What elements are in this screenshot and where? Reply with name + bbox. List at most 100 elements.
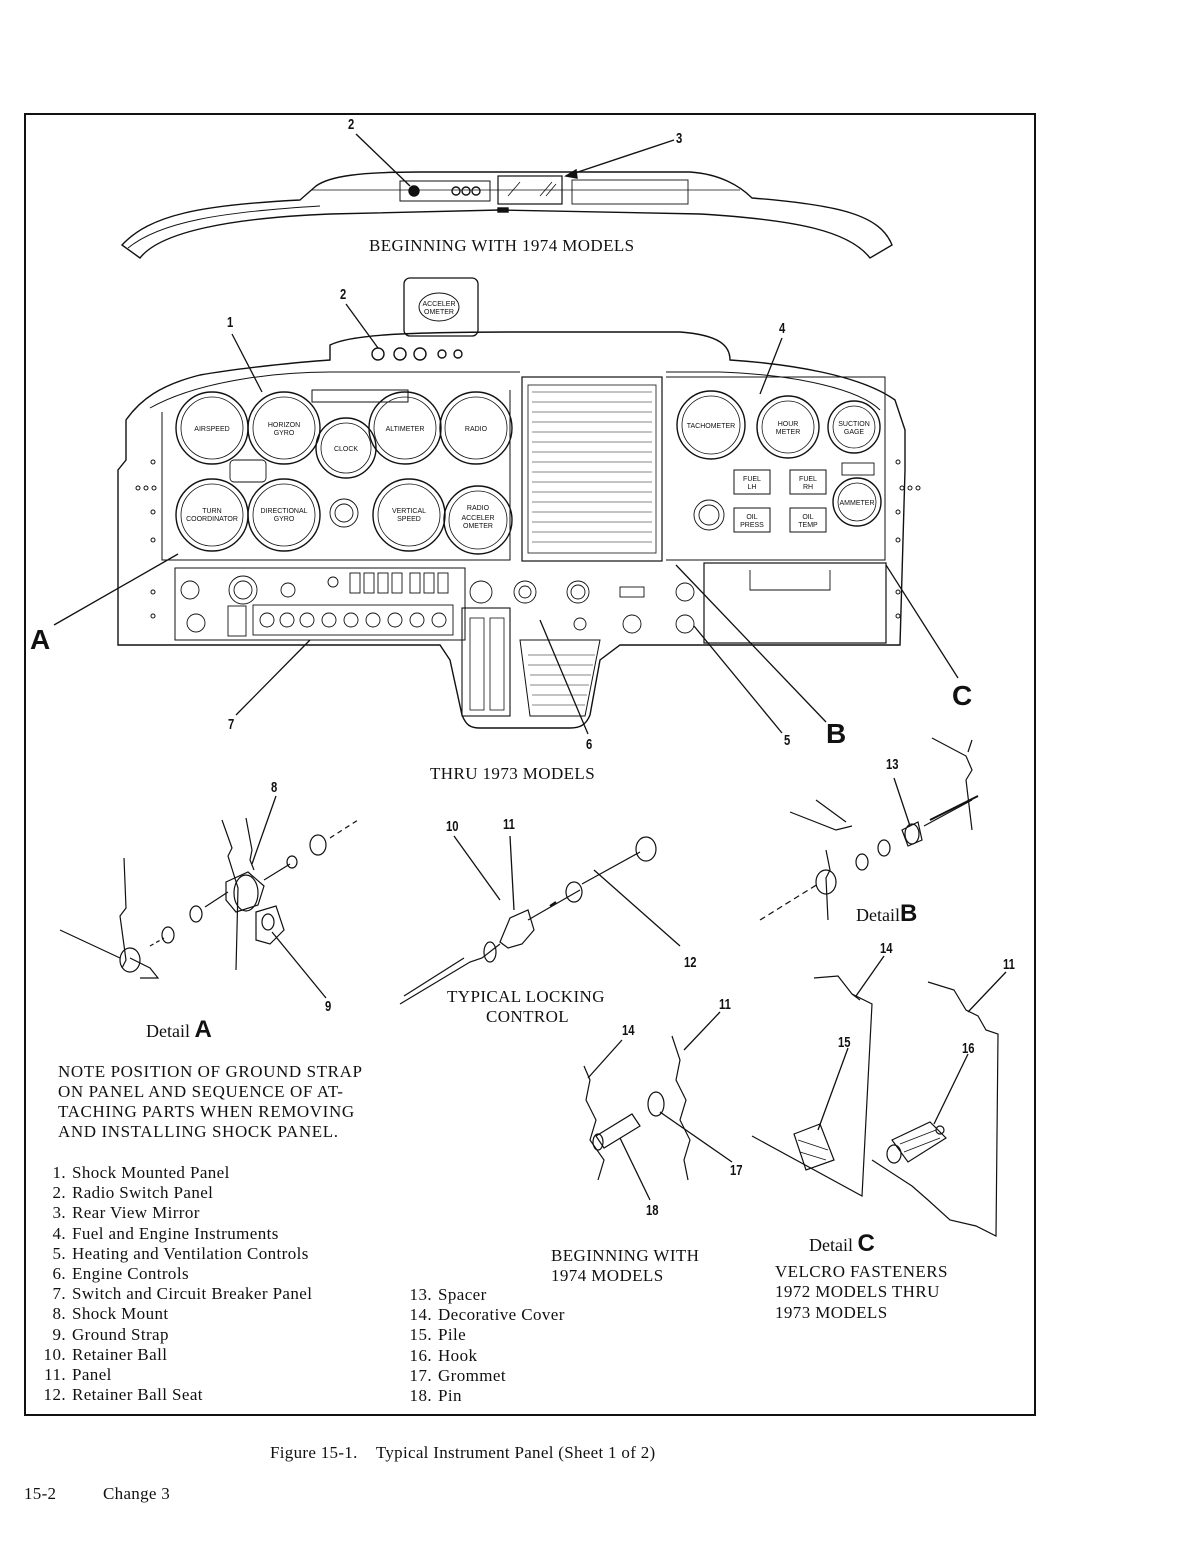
callout-4: 4 [779,320,786,337]
note-line: TACHING PARTS WHEN REMOVING [58,1102,355,1121]
gauge-oil-press-l2: PRESS [740,522,764,529]
detail-a-letter: A [194,1016,212,1043]
legend-item: 13.Spacer [409,1285,487,1304]
figure-caption: Figure 15-1. Typical Instrument Panel (S… [270,1443,655,1463]
legend-item: 11.Panel [44,1365,112,1385]
detail-c-drawing [751,975,999,1237]
detail-c-label: Detail C [809,1230,875,1258]
detail-b-label: DetailB [856,900,917,928]
leader-2-top [355,133,411,187]
gauge-directional-l2: GYRO [274,516,295,523]
glareshield-1974 [120,171,893,259]
legend-item: 12.Retainer Ball Seat [43,1385,203,1405]
legend-item: 3.Rear View Mirror [52,1203,200,1223]
gauge-fuel-rh-l2: RH [803,484,813,491]
legend-item: 2.Radio Switch Panel [52,1183,214,1203]
heading-velcro-l1: VELCRO FASTENERS [775,1262,948,1281]
leaders-locking [453,835,681,947]
figure-number: Figure 15-1. [270,1443,358,1462]
decorative-cover-drawing [583,1035,691,1181]
callout-2-main: 2 [340,286,347,303]
callout-2-top: 2 [348,116,355,133]
parts-legend-right: 13.Spacer 14.Decorative Cover 15.Pile 16… [390,1285,565,1406]
figure-frame [24,113,1036,1416]
callout-3: 3 [676,130,683,147]
note-line: NOTE POSITION OF GROUND STRAP [58,1062,363,1081]
shock-panel-note: NOTE POSITION OF GROUND STRAP ON PANEL A… [58,1062,363,1142]
detail-b-drawing [759,737,979,921]
gauge-horizon-l1: HORIZON [268,422,300,429]
detail-b-word: Detail [856,905,900,925]
legend-item: 6.Engine Controls [52,1264,189,1284]
callout-letter-a: A [30,624,51,655]
page-number: 15-2 [24,1484,57,1503]
gauge-fuel-lh-l1: FUEL [743,476,761,483]
callout-6: 6 [586,736,593,753]
legend-item: 18.Pin [409,1386,462,1406]
heading-locking-l2: CONTROL [486,1007,570,1026]
gauge-suction-l2: GAGE [844,429,865,436]
heading-locking-l1: TYPICAL LOCKING [447,987,605,1006]
legend-item: 4.Fuel and Engine Instruments [52,1223,279,1243]
leader-3 [564,139,675,179]
gauge-fuel-lh-l2: LH [748,484,757,491]
callout-letter-c: C [952,680,973,711]
gauge-vertical-l2: SPEED [397,516,421,523]
gauge-radio-accel-l3: OMETER [463,523,493,530]
gauge-altimeter: ALTIMETER [386,426,425,433]
callout-15: 15 [838,1034,851,1051]
gauge-hour-l1: HOUR [778,421,799,428]
gauge-clock: CLOCK [334,446,358,453]
gauge-suction-l1: SUCTION [838,421,870,428]
gauge-accel-top-l2: OMETER [424,309,454,316]
callout-10: 10 [446,818,459,835]
heading-1974-glareshield: BEGINNING WITH 1974 MODELS [369,236,635,255]
callout-1: 1 [227,314,234,331]
legend-item: 5.Heating and Ventilation Controls [52,1243,309,1263]
detail-b-letter: B [899,900,918,927]
callout-17: 17 [730,1162,743,1179]
legend-item: 15.Pile [409,1325,467,1345]
change-number: Change 3 [103,1484,171,1503]
note-line: AND INSTALLING SHOCK PANEL. [58,1122,339,1141]
parts-legend-left: 1.Shock Mounted Panel 2.Radio Switch Pan… [24,1163,312,1405]
gauge-radio-accel-l1: RADIO [467,505,490,512]
callout-11-cover: 11 [719,996,731,1013]
leaders-detail-a [251,795,327,999]
heading-thru-1973: THRU 1973 MODELS [430,764,596,783]
main-panel-outline [117,277,921,729]
heading-cover-l1: BEGINNING WITH [551,1246,700,1265]
gauge-turn-l2: COORDINATOR [186,516,238,523]
gauge-directional-l1: DIRECTIONAL [260,508,307,515]
callout-11-velcro: 11 [1003,956,1015,973]
gauge-horizon-l2: GYRO [274,430,295,437]
detail-c-word: Detail [809,1235,853,1255]
callout-13: 13 [886,756,899,773]
callout-8: 8 [271,779,278,796]
callout-9: 9 [325,998,332,1015]
detail-c-letter: C [857,1230,875,1257]
callout-5: 5 [784,732,791,749]
detail-a-word: Detail [146,1021,190,1041]
legend-item: 10.Retainer Ball [43,1344,168,1364]
callout-14-cover: 14 [622,1022,635,1039]
heading-velcro-l3: 1973 MODELS [775,1303,888,1322]
detail-a-label: Detail A [146,1016,212,1044]
gauge-turn-l1: TURN [202,508,221,515]
note-line: ON PANEL AND SEQUENCE OF AT- [58,1082,344,1101]
callout-14-velcro: 14 [880,940,893,957]
callout-7: 7 [228,716,235,733]
legend-item: 8.Shock Mount [52,1304,169,1324]
heading-velcro-l2: 1972 MODELS THRU [775,1282,940,1301]
gauge-oil-temp-l1: OIL [802,514,813,521]
locking-control-drawing [399,836,657,1005]
gauge-tachometer: TACHOMETER [687,423,735,430]
gauge-oil-temp-l2: TEMP [798,522,818,529]
legend-item: 17.Grommet [409,1365,506,1385]
detail-a-drawing [59,817,359,979]
gauge-airspeed: AIRSPEED [194,426,229,433]
gauge-accel-top-l1: ACCELER [422,301,455,308]
gauge-radio: RADIO [465,426,488,433]
